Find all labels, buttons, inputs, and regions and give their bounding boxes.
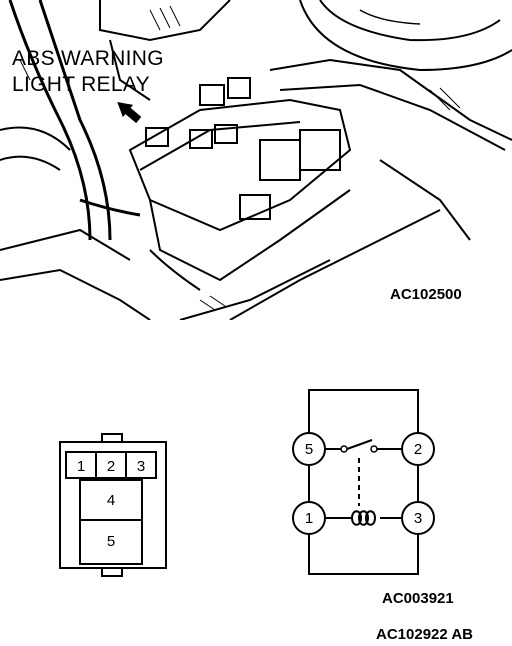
relay-terminal-5: 5 [305, 441, 313, 458]
figure-code: AC102922 AB [376, 626, 473, 643]
connector-terminal-2: 2 [107, 458, 115, 475]
relay-code: AC003921 [382, 590, 454, 607]
connector-terminal-3: 3 [137, 458, 145, 475]
callout-line-2: LIGHT RELAY [12, 73, 150, 96]
relay-terminal-2: 2 [414, 441, 422, 458]
relay-terminal-1: 1 [305, 510, 313, 527]
connector-terminal-5: 5 [107, 533, 115, 550]
engine-bay-illustration [0, 0, 512, 320]
callout-line-1: ABS WARNING [12, 47, 164, 70]
relay-terminal-3: 3 [414, 510, 422, 527]
relay-circuit-diagram: 5 2 1 3 [292, 389, 435, 575]
pointer-arrow-icon [117, 102, 142, 124]
connector-terminal-1: 1 [77, 458, 85, 475]
photo-code: AC102500 [390, 286, 462, 303]
abs-relay-callout: ABS WARNING LIGHT RELAY [12, 46, 164, 98]
connector-terminal-4: 4 [107, 492, 115, 509]
relay-connector-diagram: 1 2 3 4 5 [59, 433, 167, 577]
